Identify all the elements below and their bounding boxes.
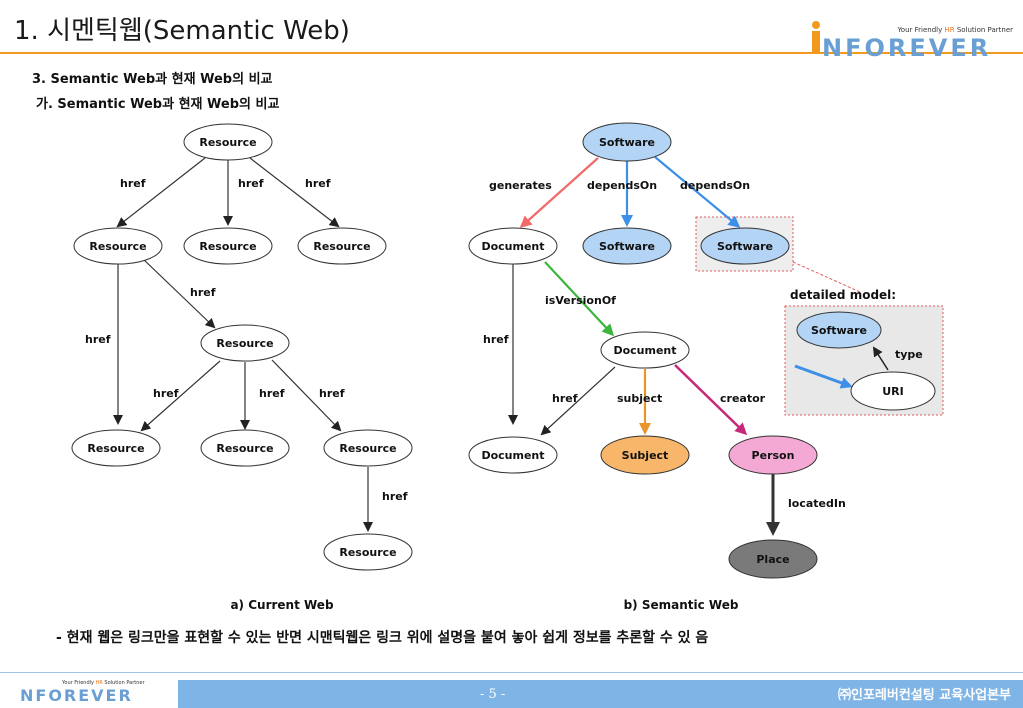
edge-label-dependson: dependsOn [680,179,750,192]
edge-label-href: href [153,387,179,400]
page-number: - 5 - [480,687,506,702]
slide-title: 1. 시멘틱웹(Semantic Web) [14,16,350,46]
edge-label-type: type [895,348,923,361]
semantic-web-nodes: Software Document Software Software Docu… [468,122,936,579]
edge-label-href: href [190,286,216,299]
svg-text:Resource: Resource [216,442,273,455]
edge-label-href: href [85,333,111,346]
footer-divider [0,672,1023,673]
caption-current-web: a) Current Web [230,598,333,612]
svg-text:URI: URI [882,385,904,398]
edge-label-href: href [259,387,285,400]
subheading-2: 가. Semantic Web과 현재 Web의 비교 [36,97,280,112]
footer-logo-word: NFOREVER [20,686,133,705]
svg-text:Software: Software [811,324,867,337]
node-detail-software: Software [796,311,882,349]
svg-text:Resource: Resource [199,240,256,253]
svg-text:Resource: Resource [87,442,144,455]
semantic-web-edge-labels: generates dependsOn dependsOn isVersionO… [483,179,923,510]
edge-label-href: href [238,177,264,190]
edge-label-href: href [483,333,509,346]
edge-label-creator: creator [720,392,766,405]
edge-label-subject: subject [617,392,662,405]
caption-semantic-web: b) Semantic Web [624,598,739,612]
node-place: Place [728,539,818,579]
node-software-mid: Software [582,227,672,265]
node-document-bottom: Document [468,436,558,474]
edge-label-href: href [120,177,146,190]
node-detail-uri: URI [850,371,936,411]
edge-label-locatedin: locatedIn [788,497,846,510]
svg-text:Software: Software [599,136,655,149]
current-web-nodes: Resource Resource Resource Resource Reso… [71,123,413,571]
svg-text:Resource: Resource [199,136,256,149]
svg-text:Resource: Resource [89,240,146,253]
svg-text:Resource: Resource [339,546,396,559]
footer-logo-tagline: Your Friendly HR Solution Partner [62,680,145,686]
summary-text: - 현재 웹은 링크만을 표현할 수 있는 반면 시맨틱웹은 링크 위에 설명을… [56,630,709,646]
footer-logo: Your Friendly HR Solution Partner NFOREV… [12,678,162,706]
node-document-mid: Document [600,331,690,369]
callout-line [792,261,861,293]
edge-label-href: href [552,392,578,405]
svg-text:Subject: Subject [622,449,669,462]
semantic-web-edges [508,156,889,536]
logo-word: NFOREVER [822,34,992,62]
node-software-top: Software [582,122,672,162]
node-document-left: Document [468,227,558,265]
svg-text:Software: Software [599,240,655,253]
edge-label-dependson: dependsOn [587,179,657,192]
subheading-1: 3. Semantic Web과 현재 Web의 비교 [32,72,273,87]
svg-text:Resource: Resource [339,442,396,455]
node-resource-l3: Resource [297,227,387,265]
svg-text:Place: Place [756,553,789,566]
svg-text:Resource: Resource [216,337,273,350]
svg-text:Person: Person [752,449,795,462]
edge-label-generates: generates [489,179,552,192]
node-resource-b3: Resource [323,429,413,467]
svg-text:Resource: Resource [313,240,370,253]
node-resource-b4: Resource [323,533,413,571]
node-resource-root: Resource [183,123,273,161]
node-subject: Subject [600,435,690,475]
node-resource-b2: Resource [200,429,290,467]
node-resource-l1: Resource [73,227,163,265]
node-resource-l2: Resource [183,227,273,265]
node-resource-b1: Resource [71,429,161,467]
node-software-right: Software [700,227,790,265]
edge-label-isversionof: isVersionOf [545,294,616,307]
edge-label-href: href [305,177,331,190]
company-logo: Your Friendly HR Solution Partner NFOREV… [808,12,1013,62]
edge-label-href: href [382,490,408,503]
svg-text:Document: Document [613,344,676,357]
company-name: ㈜인포레버컨설팅 교육사업본부 [837,688,1011,703]
detailed-model-title: detailed model: [790,288,896,302]
title-divider [0,52,1023,54]
logo-tagline: Your Friendly HR Solution Partner [897,26,1013,34]
node-resource-mid: Resource [200,324,290,362]
node-person: Person [728,435,818,475]
current-web-edge-labels: href href href href href href href href … [85,177,408,503]
footer-bar [178,680,1023,708]
edge-label-href: href [319,387,345,400]
person-icon [812,21,820,53]
svg-text:Document: Document [481,240,544,253]
current-web-edges [113,157,373,532]
svg-text:Software: Software [717,240,773,253]
svg-text:Document: Document [481,449,544,462]
